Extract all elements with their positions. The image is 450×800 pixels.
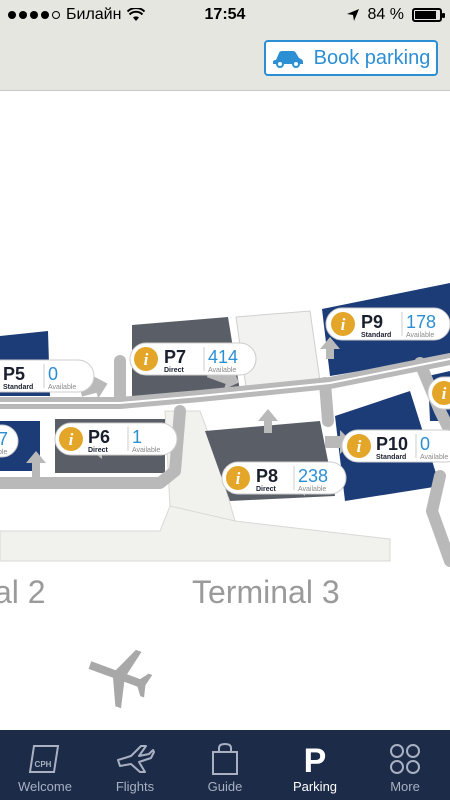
terminal-building [0, 505, 391, 562]
lot-available: Available [298, 486, 326, 493]
lot-count: 0 [48, 364, 58, 384]
lot-type: Direct [164, 367, 185, 374]
info-icon[interactable] [59, 427, 83, 451]
svg-text:i: i [144, 350, 149, 369]
map-canvas[interactable]: al 2 Terminal 3 P5 Standard 0 Available … [0, 91, 450, 730]
info-icon[interactable] [134, 347, 158, 371]
lot-count: 7 [0, 429, 8, 449]
tab-bar: CPH Welcome Flights Guide P Parking [0, 730, 450, 800]
lot-count: 238 [298, 466, 328, 486]
lot-count: 1 [132, 427, 142, 447]
lot-label-p9[interactable]: i P9 Standard 178 Available [325, 307, 450, 341]
lot-available: Available [420, 454, 448, 461]
airplane-icon [88, 649, 153, 709]
lot-count: 178 [406, 312, 436, 332]
lot-count: 414 [208, 347, 238, 367]
lot-label-p8[interactable]: i P8 Direct 238 Available [221, 461, 347, 495]
lot-type: Standard [361, 332, 391, 339]
lot-name: P8 [256, 466, 278, 486]
svg-text:i: i [236, 469, 241, 488]
lot-name: P10 [376, 434, 408, 454]
status-left: Билайн [8, 6, 146, 24]
header-bar: Book parking [0, 32, 450, 91]
lot-available: Available [132, 447, 160, 454]
grid-icon [390, 744, 420, 774]
tab-parking[interactable]: P Parking [270, 730, 360, 800]
lot-label-p11[interactable]: i [427, 376, 450, 410]
lot-label-p7[interactable]: i P7 Direct 414 Available [129, 342, 257, 376]
road-markers [0, 358, 450, 404]
location-arrow-icon [346, 9, 359, 21]
status-bar: Билайн 17:54 84 % [0, 0, 450, 32]
tab-label: Guide [207, 779, 243, 794]
lot-name: P6 [88, 427, 110, 447]
lot-label-p4[interactable]: 7 ble [0, 424, 19, 458]
carrier-name: Билайн [66, 6, 122, 23]
battery-percent: 84 % [367, 6, 404, 23]
info-icon[interactable] [347, 434, 371, 458]
lot-type: Direct [256, 486, 277, 493]
lot-count: 0 [420, 434, 430, 454]
lot-type: Standard [376, 454, 406, 461]
info-icon[interactable] [226, 466, 250, 490]
car-icon [272, 51, 303, 68]
svg-text:CPH: CPH [35, 760, 52, 769]
tab-label: Parking [292, 779, 338, 794]
tab-label: Welcome [18, 779, 72, 794]
svg-text:i: i [442, 384, 447, 403]
svg-text:i: i [341, 315, 346, 334]
status-time: 17:54 [204, 6, 246, 23]
svg-text:i: i [69, 430, 74, 449]
cph-icon: CPH [28, 745, 60, 773]
lot-type: Direct [88, 447, 109, 454]
svg-text:P: P [304, 742, 327, 776]
lot-label-p10[interactable]: i P10 Standard 0 Available [341, 429, 450, 463]
lot-available: Available [48, 384, 76, 391]
lot-type: Standard [3, 384, 33, 391]
plane-icon [117, 745, 155, 773]
tab-more[interactable]: More [360, 730, 450, 800]
terminal-3-label: Terminal 3 [192, 574, 340, 610]
tab-label: More [390, 779, 420, 794]
lot-available: Available [406, 332, 434, 339]
lot-name: P5 [3, 364, 25, 384]
signal-icon [8, 11, 60, 19]
terminal-2-label: al 2 [0, 574, 46, 610]
parking-icon: P [304, 742, 327, 776]
book-parking-label: Book parking [313, 46, 431, 69]
lot-available: Available [208, 367, 236, 374]
parking-map[interactable]: al 2 Terminal 3 P5 Standard 0 Available … [0, 91, 450, 730]
lot-name: P9 [361, 312, 383, 332]
battery-icon [412, 8, 445, 22]
tab-flights[interactable]: Flights [90, 730, 180, 800]
info-icon[interactable] [432, 381, 450, 405]
wifi-icon [127, 8, 146, 21]
lot-name: P7 [164, 347, 186, 367]
info-icon[interactable] [331, 312, 355, 336]
bag-icon [212, 742, 238, 775]
tab-welcome[interactable]: CPH Welcome [0, 730, 90, 800]
lot-label-p6[interactable]: i P6 Direct 1 Available [54, 422, 178, 456]
tab-guide[interactable]: Guide [180, 730, 270, 800]
book-parking-button[interactable]: Book parking [264, 40, 438, 76]
svg-text:i: i [357, 437, 362, 456]
lot-available: ble [0, 449, 7, 456]
tab-label: Flights [115, 779, 155, 794]
status-right: 84 % [346, 6, 445, 24]
lot-label-p5[interactable]: P5 Standard 0 Available [0, 359, 95, 393]
